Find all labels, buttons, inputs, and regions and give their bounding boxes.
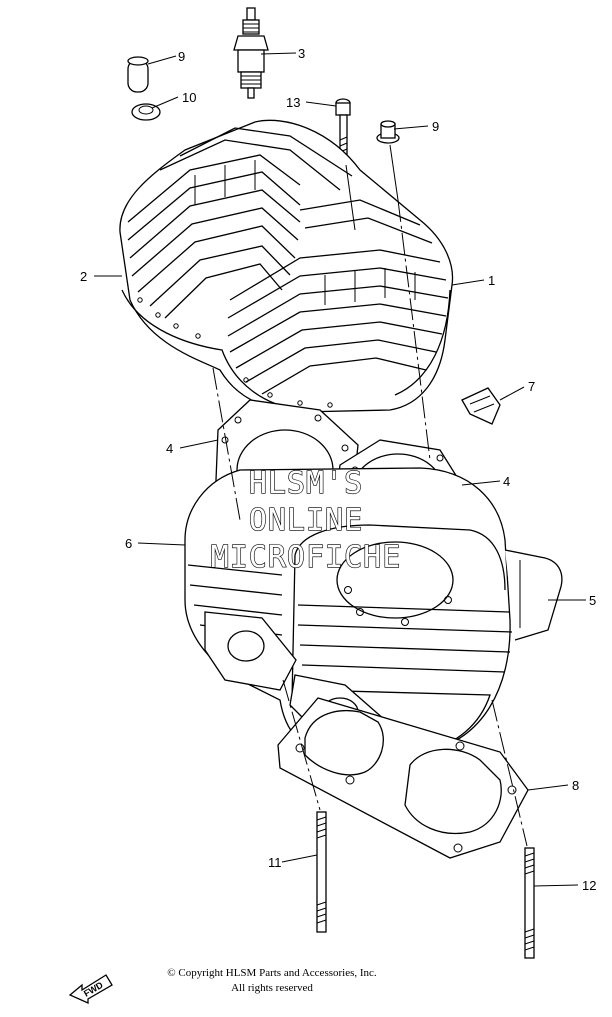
callout-13: 13 [286, 95, 300, 110]
callout-2: 2 [80, 269, 87, 284]
base-gasket [277, 697, 529, 859]
fwd-arrow-icon: FWD [68, 974, 113, 1004]
watermark-line-3: MICROFICHE [210, 539, 402, 575]
copyright-line: © Copyright HLSM Parts and Accessories, … [167, 967, 377, 979]
callout-12: 10 [182, 90, 196, 105]
callout-3: 3 [298, 46, 305, 61]
callout-labels: 3 9 10 13 9 2 1 7 4 4 6 5 8 11 12 [80, 46, 596, 893]
callout-9b: 12 [582, 878, 596, 893]
callout-4b: 4 [503, 474, 510, 489]
callout-4a: 4 [166, 441, 173, 456]
spark-plug [233, 7, 269, 99]
callout-11: 9 [178, 49, 185, 64]
bracket [461, 387, 501, 425]
rights-reserved-line: All rights reserved [231, 982, 313, 994]
cylinder-head [119, 119, 454, 413]
callout-1: 1 [488, 273, 495, 288]
callout-6: 6 [125, 536, 132, 551]
callout-5: 5 [589, 593, 596, 608]
callout-10: 9 [432, 119, 439, 134]
sleeve [127, 56, 149, 93]
leader-lines [94, 52, 586, 887]
stud-left [316, 811, 327, 933]
flange-nut [376, 120, 400, 144]
alignment-lines [212, 199, 528, 847]
watermark-line-1: HLSM'S [248, 465, 364, 501]
callout-7: 7 [528, 379, 535, 394]
watermark-line-2: ONLINE [248, 502, 364, 538]
callout-8: 8 [572, 778, 579, 793]
stud-right [524, 847, 535, 959]
callout-9a: 11 [268, 855, 282, 870]
